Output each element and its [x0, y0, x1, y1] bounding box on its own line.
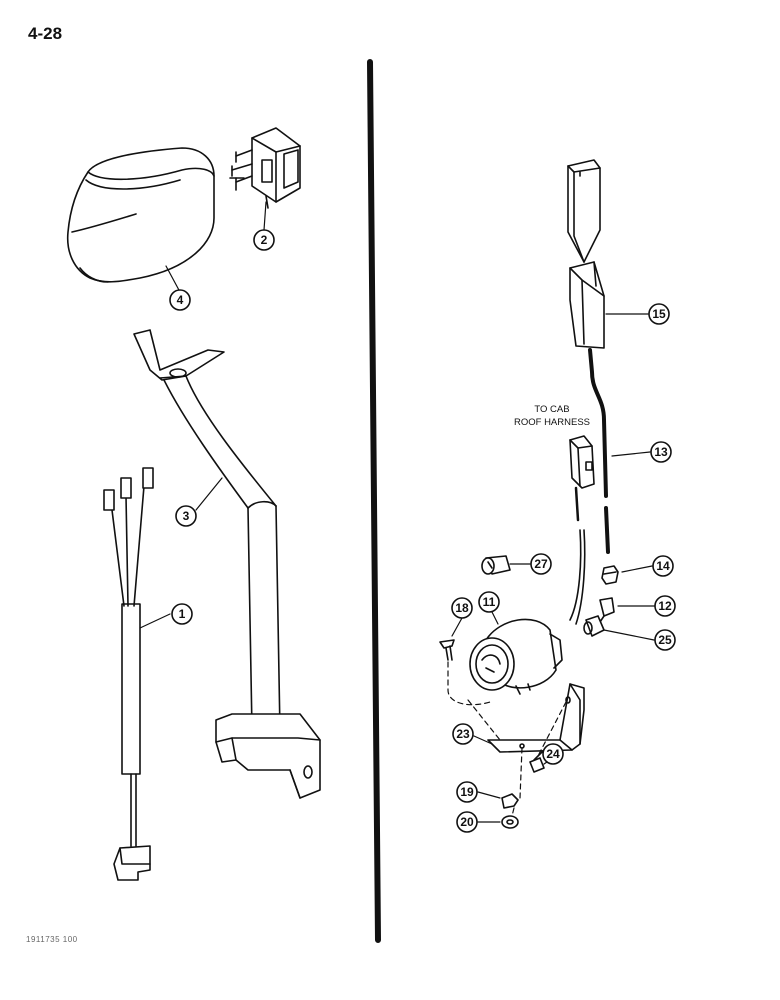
callout-2: 2 — [261, 233, 268, 247]
rocker-switch-part — [229, 127, 301, 209]
callout-14: 14 — [656, 559, 670, 573]
leader-lines — [139, 201, 661, 823]
gauge-bracket-part — [487, 683, 585, 753]
callout-4: 4 — [177, 293, 184, 307]
nut-part — [601, 565, 619, 585]
wire-harness-part — [103, 467, 154, 881]
footer-code: 1911735 100 — [26, 935, 78, 944]
page-number: 4-28 — [28, 24, 63, 43]
lock-nut-part — [501, 793, 519, 809]
callout-25: 25 — [658, 633, 672, 647]
callout-12: 12 — [658, 599, 672, 613]
callout-18: 18 — [455, 601, 469, 615]
callout-15: 15 — [652, 307, 666, 321]
cover-part — [66, 147, 215, 283]
callout-13: 13 — [654, 445, 668, 459]
assembly-lines — [447, 661, 567, 817]
bulb-part — [481, 555, 511, 575]
center-divider — [367, 59, 381, 943]
connector-part — [569, 435, 595, 625]
gauge-part — [469, 618, 563, 695]
callout-1: 1 — [179, 607, 186, 621]
bracket-sleeve-part — [567, 159, 605, 349]
cable-part — [588, 348, 610, 554]
washer-part — [501, 815, 519, 829]
callout-3: 3 — [183, 509, 190, 523]
callout-20: 20 — [460, 815, 474, 829]
screw-part — [439, 639, 455, 661]
mounting-bracket-part — [133, 329, 321, 799]
bolt-part — [529, 751, 545, 773]
fitting-part — [599, 597, 615, 623]
callout-19: 19 — [460, 785, 474, 799]
cab-roof-note-line2: ROOF HARNESS — [514, 417, 590, 428]
callout-11: 11 — [483, 595, 496, 609]
callout-27: 27 — [534, 557, 548, 571]
cab-roof-note-line1: TO CAB — [534, 404, 569, 415]
callout-24: 24 — [546, 747, 560, 761]
adapter-part — [583, 615, 605, 637]
callout-23: 23 — [456, 727, 470, 741]
